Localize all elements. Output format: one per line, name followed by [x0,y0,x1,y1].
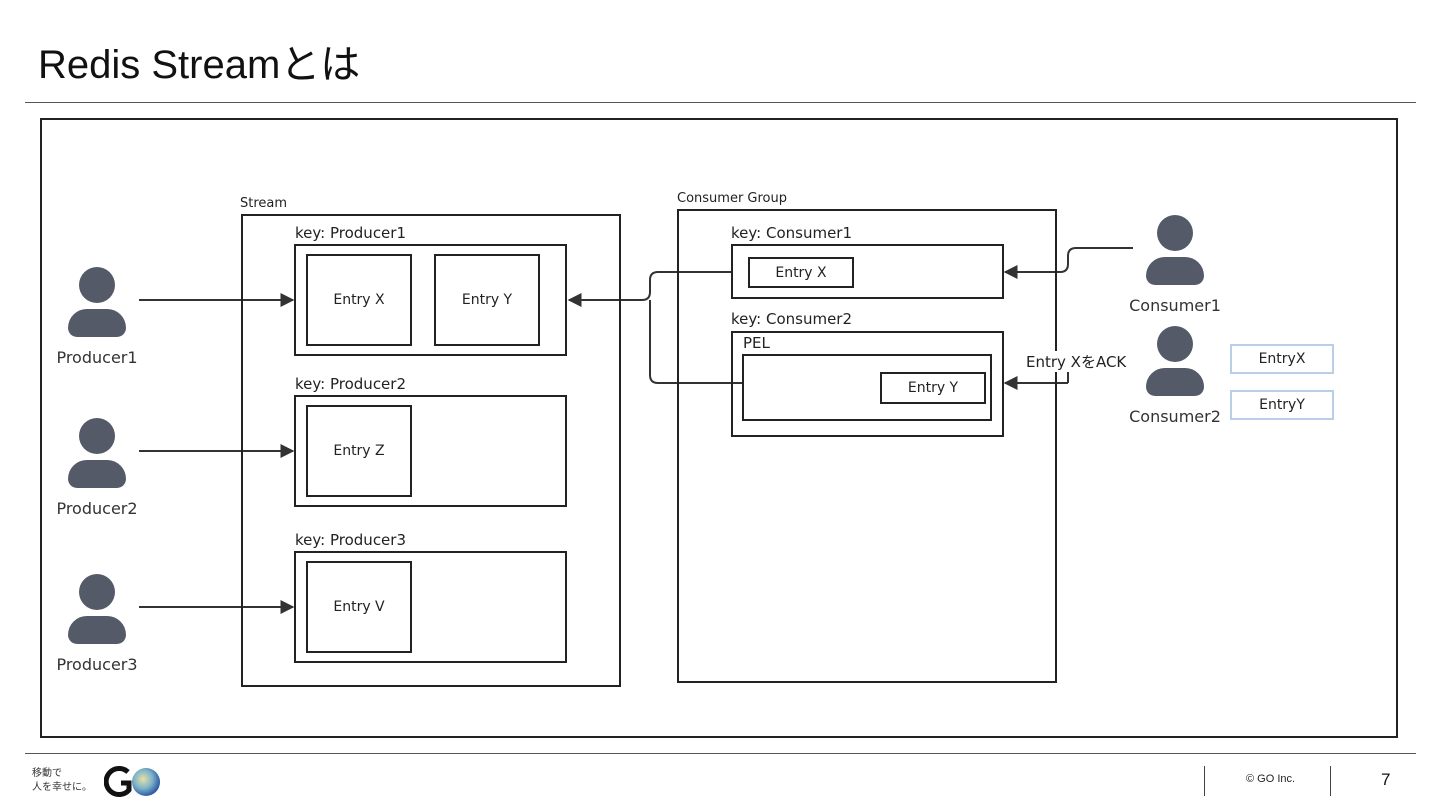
pel-entry-y: Entry Y [880,372,986,404]
stream-container [241,214,621,687]
producer1-label: Producer1 [56,348,138,367]
go-logo [104,766,160,798]
consumer1-label: Consumer1 [1129,296,1221,315]
consumer1-key-box [731,244,1004,299]
producer3-label: Producer3 [56,655,138,674]
producer2-label: Producer2 [56,499,138,518]
stream-key-producer1-label: key: Producer1 [295,224,406,242]
stream-entry-x: Entry X [306,254,412,346]
stream-key-producer3 [294,551,567,663]
consumer-group-to-stream-arrow [567,271,731,307]
pel-to-stream-line [649,300,742,384]
pel-box [742,354,992,421]
stream-entry-y: Entry Y [434,254,540,346]
footer-divider [25,753,1416,754]
consumer-group-label: Consumer Group [677,191,787,206]
copyright: © GO Inc. [1246,773,1296,785]
footer-separator-left [1204,766,1205,796]
producer3-person-icon [67,574,127,646]
ack-label: Entry XをACK [1026,351,1127,372]
consumer1-arrow [1003,247,1133,279]
stream-label: Stream [240,196,288,211]
consumer1-person-icon [1145,215,1205,287]
stream-entry-z: Entry Z [306,405,412,497]
page-number: 7 [1381,770,1391,789]
entry-y-tag: EntryY [1230,390,1334,420]
stream-key-producer1 [294,244,567,356]
stream-entry-v: Entry V [306,561,412,653]
diagram-frame [40,118,1398,738]
stream-key-producer2 [294,395,567,507]
consumer1-key-label: key: Consumer1 [731,224,853,242]
pel-label: PEL [743,334,770,352]
header-divider [25,102,1416,103]
producer2-person-icon [67,418,127,490]
consumer2-label: Consumer2 [1129,407,1221,426]
consumer2-key-label: key: Consumer2 [731,310,853,328]
entry-x-tag: EntryX [1230,344,1334,374]
stream-key-producer3-label: key: Producer3 [295,531,406,549]
consumer-group-container [677,209,1057,683]
producer1-person-icon [67,267,127,339]
consumer2-person-icon [1145,326,1205,398]
stream-key-producer2-label: key: Producer2 [295,375,406,393]
footer-tagline: 移動で 人を幸せに。 [32,768,92,793]
footer-separator-right [1330,766,1331,796]
consumer2-key-box [731,331,1004,437]
consumer1-entry-x: Entry X [748,257,854,288]
slide-title: Redis Streamとは [38,43,361,87]
